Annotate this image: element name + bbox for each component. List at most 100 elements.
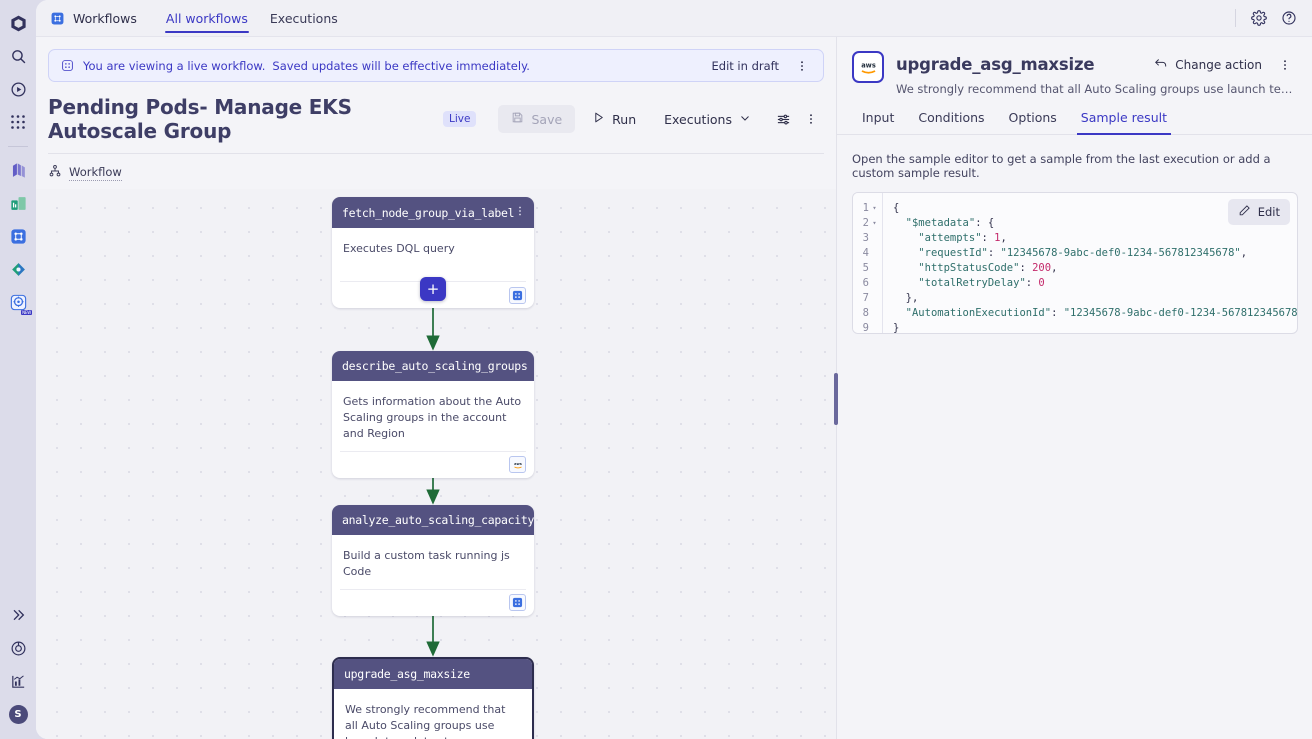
change-action-button[interactable]: Change action — [1146, 51, 1270, 78]
panel-description: Open the sample editor to get a sample f… — [852, 152, 1271, 180]
node-header: fetch_node_group_via_label — [332, 197, 534, 228]
expand-chevrons-icon[interactable] — [3, 600, 33, 630]
kebab-menu-icon[interactable] — [514, 205, 526, 220]
aws-icon: aws — [509, 456, 526, 474]
panel-resize-handle[interactable] — [834, 373, 838, 425]
panel-title-row: upgrade_asg_maxsize Change action — [896, 51, 1298, 78]
save-label: Save — [531, 111, 563, 127]
code-line: "totalRetryDelay": 0 — [918, 277, 1045, 289]
edit-label: Edit — [1257, 205, 1280, 219]
add-node-button[interactable]: + — [420, 277, 446, 301]
editor-code[interactable]: { "$metadata": { "attempts": 1, "request… — [883, 193, 1297, 333]
analytics-icon[interactable] — [3, 666, 33, 696]
app-shell: Workflows All workflows Executions — [36, 0, 1312, 739]
tab-conditions[interactable]: Conditions — [918, 110, 985, 125]
node-header: upgrade_asg_maxsize — [334, 659, 532, 689]
line-number: 2▾ — [862, 217, 877, 229]
banner-actions: Edit in draft — [704, 53, 816, 79]
line-number: 7 — [862, 292, 869, 304]
workflow-node[interactable]: describe_auto_scaling_groups Gets inform… — [332, 351, 534, 478]
pencil-icon — [1238, 204, 1251, 220]
code-line: }, — [905, 292, 919, 304]
sliders-icon[interactable] — [770, 106, 796, 132]
workflow-node[interactable]: analyze_auto_scaling_capacity Build a cu… — [332, 505, 534, 616]
logo-icon[interactable] — [3, 8, 33, 38]
code-line: "$metadata": { — [905, 217, 995, 229]
tab-sample-result[interactable]: Sample result — [1071, 105, 1177, 135]
search-icon[interactable] — [3, 41, 33, 71]
workflow-canvas[interactable]: fetch_node_group_via_label Executes DQL … — [36, 189, 836, 739]
svg-text:aws: aws — [861, 61, 876, 69]
node-title: describe_auto_scaling_groups — [342, 359, 528, 373]
tab-options[interactable]: Options — [1008, 110, 1057, 125]
line-number: 3 — [862, 232, 869, 244]
executions-label: Executions — [664, 111, 732, 127]
node-title: analyze_auto_scaling_capacity — [342, 513, 534, 527]
workflow-header: Pending Pods- Manage EKS Autoscale Group… — [36, 82, 836, 153]
node-footer: aws — [340, 450, 526, 478]
node-header: describe_auto_scaling_groups — [332, 351, 534, 381]
executions-dropdown[interactable]: Executions — [653, 106, 762, 133]
line-number: 1▾ — [862, 202, 877, 214]
run-button[interactable]: Run — [581, 105, 647, 133]
banner-message: You are viewing a live workflow.Saved up… — [83, 59, 530, 73]
node-title: fetch_node_group_via_label — [342, 205, 515, 220]
workflows-icon — [50, 11, 65, 26]
edit-button[interactable]: Edit — [1227, 199, 1290, 225]
save-disk-icon — [511, 111, 524, 127]
workflow-node-selected[interactable]: upgrade_asg_maxsize We strongly recommen… — [332, 657, 534, 739]
chevron-down-icon — [739, 112, 751, 127]
node-description: Build a custom task running js Code — [343, 549, 510, 578]
node-title: upgrade_asg_maxsize — [344, 667, 470, 681]
dynatrace-icon — [509, 594, 526, 612]
tab-executions[interactable]: Executions — [269, 11, 338, 26]
code-line: "requestId": "12345678-9abc-def0-1234-56… — [918, 247, 1248, 259]
help-circle-icon[interactable] — [3, 633, 33, 663]
help-circle-icon[interactable] — [1276, 5, 1302, 31]
panel-actions: Change action — [1146, 51, 1298, 78]
panel-header: aws upgrade_asg_maxsize — [836, 37, 1312, 96]
left-rail: NEW S — [0, 0, 36, 739]
tab-input[interactable]: Input — [862, 110, 895, 125]
topbar-divider — [1235, 9, 1236, 27]
kebab-menu-icon[interactable] — [798, 106, 824, 132]
tab-all-workflows[interactable]: All workflows — [155, 1, 259, 35]
code-line: "httpStatusCode": 200, — [918, 262, 1058, 274]
avatar[interactable]: S — [3, 699, 33, 729]
apps-grid-icon[interactable] — [3, 107, 33, 137]
node-description: Gets information about the Auto Scaling … — [343, 395, 522, 440]
page-title: Pending Pods- Manage EKS Autoscale Group — [48, 95, 352, 143]
layers-icon[interactable] — [3, 155, 33, 185]
workflow-tree-icon — [48, 164, 62, 181]
playback-icon[interactable] — [3, 74, 33, 104]
banner-strong-text: You are viewing a live workflow. — [83, 58, 266, 73]
kebab-menu-icon[interactable] — [1272, 52, 1298, 78]
notebooks-icon[interactable] — [3, 254, 33, 284]
workflow-pane: You are viewing a live workflow.Saved up… — [36, 37, 836, 739]
node-description: We strongly recommend that all Auto Scal… — [345, 703, 506, 739]
svg-text:aws: aws — [514, 462, 522, 466]
kebab-menu-icon[interactable] — [789, 53, 815, 79]
dashboards-icon[interactable] — [3, 188, 33, 218]
line-number: 9 — [862, 322, 869, 334]
line-number: 5 — [862, 262, 869, 274]
edit-in-draft-link[interactable]: Edit in draft — [711, 58, 780, 73]
save-button[interactable]: Save — [498, 105, 576, 133]
avatar-initial: S — [8, 704, 28, 724]
line-number: 8 — [862, 307, 869, 319]
topbar-right — [1235, 5, 1302, 31]
rail-divider — [8, 146, 28, 147]
topbar: Workflows All workflows Executions — [36, 0, 1312, 37]
gear-icon[interactable] — [1246, 5, 1272, 31]
new-badge: NEW — [21, 310, 32, 315]
sidebar-item-workflows[interactable] — [3, 221, 33, 251]
breadcrumb-label[interactable]: Workflow — [69, 164, 122, 181]
node-footer — [340, 588, 526, 616]
panel-title: upgrade_asg_maxsize — [896, 55, 1095, 74]
line-number: 6 — [862, 277, 869, 289]
site-reliability-guardian-icon[interactable]: NEW — [3, 287, 33, 317]
app-title[interactable]: Workflows — [50, 11, 155, 26]
